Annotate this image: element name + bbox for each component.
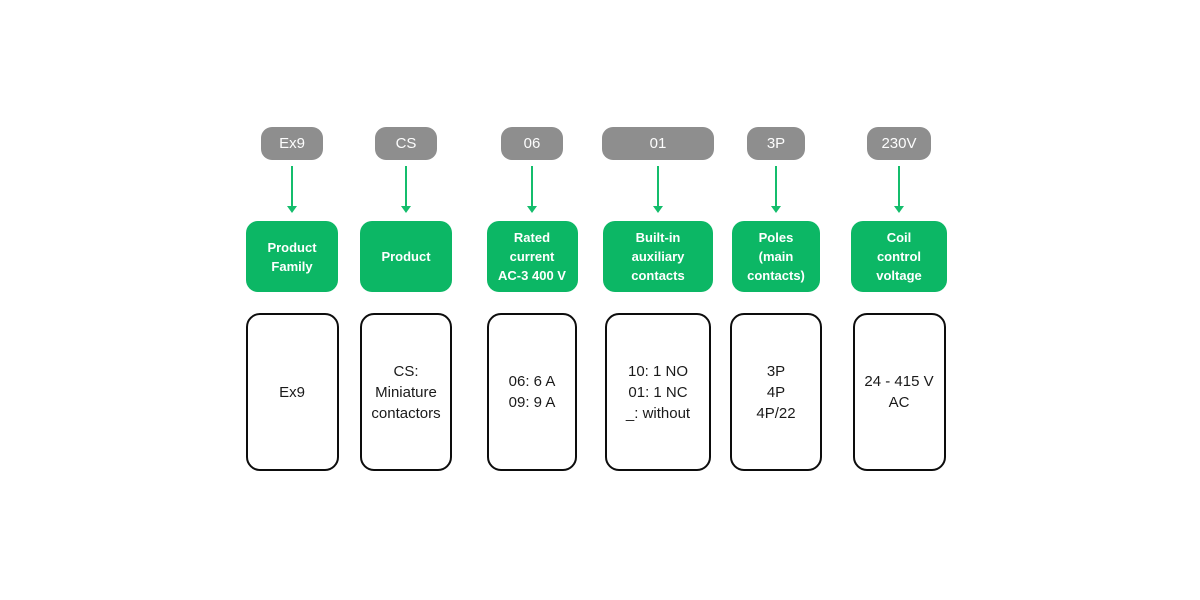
code-badge: Ex9 [261,127,323,160]
segment-label: Poles (main contacts) [732,221,820,292]
segment-options: 3P 4P 4P/22 [730,313,822,471]
down-arrow-icon [287,166,297,213]
segment-options: CS: Miniature contactors [360,313,452,471]
code-badge: CS [375,127,437,160]
column-auxiliary-contacts: 01 Built-in auxiliary contacts 10: 1 NO … [593,127,723,471]
segment-label: Product Family [246,221,338,292]
down-arrow-icon [527,166,537,213]
column-product-family: Ex9 Product Family Ex9 [227,127,357,471]
segment-label: Built-in auxiliary contacts [603,221,713,292]
segment-options: 10: 1 NO 01: 1 NC _: without [605,313,711,471]
code-badge: 01 [602,127,714,160]
down-arrow-icon [653,166,663,213]
column-poles: 3P Poles (main contacts) 3P 4P 4P/22 [711,127,841,471]
segment-options: 24 - 415 V AC [852,313,946,471]
down-arrow-icon [771,166,781,213]
column-product: CS Product CS: Miniature contactors [341,127,471,471]
code-badge: 3P [747,127,805,160]
segment-label: Coil control voltage [851,221,947,292]
down-arrow-icon [401,166,411,213]
code-badge: 230V [867,127,931,160]
down-arrow-icon [894,166,904,213]
column-rated-current: 06 Rated current AC-3 400 V 06: 6 A 09: … [467,127,597,471]
segment-options: 06: 6 A 09: 9 A [487,313,577,471]
segment-label: Rated current AC-3 400 V [486,221,578,292]
code-badge: 06 [501,127,563,160]
segment-options: Ex9 [245,313,339,471]
segment-label: Product [360,221,452,292]
column-coil-voltage: 230V Coil control voltage 24 - 415 V AC [834,127,964,471]
